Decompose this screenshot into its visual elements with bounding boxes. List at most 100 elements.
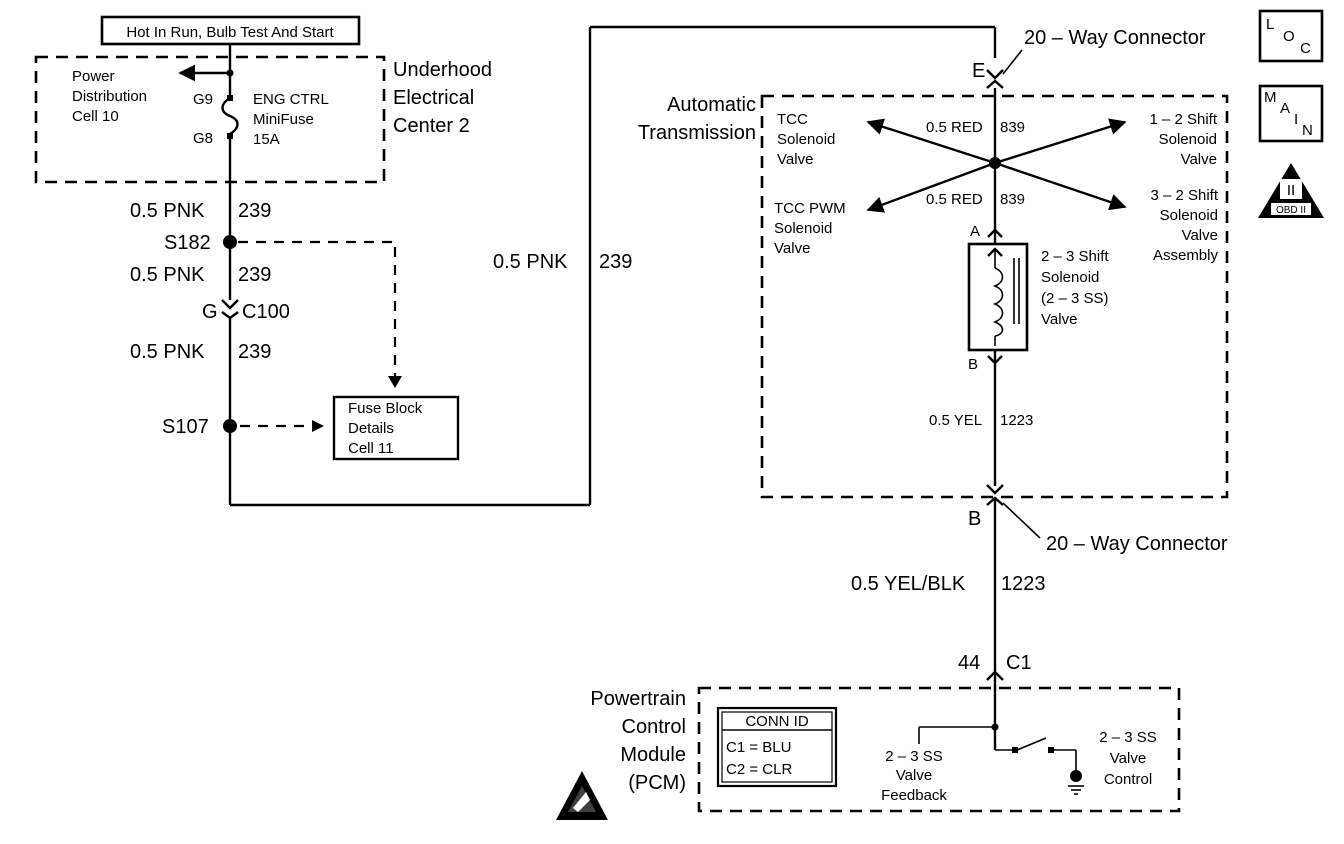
- fuse-label-line-2: MiniFuse: [253, 111, 314, 128]
- top-connector-pin: E: [972, 60, 985, 82]
- feedback-line-3: Feedback: [881, 787, 947, 804]
- splice-s182: S182: [164, 232, 402, 388]
- main-letter-n: N: [1302, 122, 1313, 139]
- obd-ii-text: OBD II: [1276, 205, 1306, 216]
- control-line-3: Control: [1104, 771, 1152, 788]
- tcc-line-3: Valve: [777, 151, 813, 168]
- terminal-g8-label: G8: [193, 130, 213, 147]
- solenoid-hub-wiring: [866, 88, 1127, 230]
- loc-letter-l: L: [1266, 16, 1274, 33]
- fuse-block-line-1: Fuse Block: [348, 400, 423, 417]
- solenoid-pin-b: B: [968, 356, 978, 373]
- yellow-wire-color: 0.5 YEL: [929, 412, 982, 429]
- control-line-1: 2 – 3 SS: [1099, 729, 1157, 746]
- control-line-2: Valve: [1110, 750, 1146, 767]
- top-connector-label: 20 – Way Connector: [1024, 27, 1206, 49]
- tcc-pwm-line-1: TCC PWM: [774, 200, 846, 217]
- tcc-solenoid-label: TCC Solenoid Valve: [777, 111, 835, 168]
- shift-2-3-solenoid: A B 2 – 3 Shift Solenoid (2 – 3 SS) Valv…: [967, 223, 1109, 373]
- ss32-line-1: 3 – 2 Shift: [1150, 187, 1218, 204]
- esd-warning-icon: [556, 771, 608, 820]
- terminal-g9-label: G9: [193, 91, 213, 108]
- ss23-line-3: (2 – 3 SS): [1041, 290, 1109, 307]
- fuse-block-line-2: Details: [348, 420, 394, 437]
- long-wire-color: 0.5 PNK: [493, 251, 568, 273]
- pd-label-line-3: Cell 10: [72, 108, 119, 125]
- power-source-text: Hot In Run, Bulb Test And Start: [126, 24, 334, 41]
- control-label: 2 – 3 SS Valve Control: [1099, 729, 1157, 788]
- ss32-line-3: Valve: [1182, 227, 1218, 244]
- fuse-label-line-1: ENG CTRL: [253, 91, 329, 108]
- lower-connector-pin: B: [968, 508, 981, 530]
- main-letter-m: M: [1264, 89, 1277, 106]
- automatic-transmission: Automatic Transmission: [638, 94, 1229, 499]
- splice-s107-label: S107: [162, 416, 209, 438]
- connector-c100: G C100: [202, 299, 290, 323]
- pcm-internal-circuit: [918, 690, 1084, 795]
- ss12-line-3: Valve: [1181, 151, 1217, 168]
- fuse-block-details-box: Fuse Block Details Cell 11: [332, 395, 460, 461]
- conn-id-table: CONN ID C1 = BLU C2 = CLR: [716, 706, 838, 788]
- connector-c100-id: C100: [242, 301, 290, 323]
- pcm-title-line-4: (PCM): [628, 772, 686, 794]
- ss23-line-1: 2 – 3 Shift: [1041, 248, 1109, 265]
- ss12-line-2: Solenoid: [1159, 131, 1217, 148]
- fuse-label-line-3: 15A: [253, 131, 280, 148]
- trans-title-line-1: Automatic: [667, 94, 756, 116]
- power-source-label: Hot In Run, Bulb Test And Start: [100, 15, 361, 46]
- long-wire-circuit: 239: [599, 251, 632, 273]
- shift-3-2-solenoid-label: 3 – 2 Shift Solenoid Valve Assembly: [1150, 187, 1218, 264]
- red-wire-top-color: 0.5 RED: [926, 119, 983, 136]
- lower-20-way-connector: B 20 – Way Connector: [968, 484, 1228, 672]
- red-wire-top-circuit: 839: [1000, 119, 1025, 136]
- splice-s107: S107: [162, 416, 324, 438]
- trans-title-line-2: Transmission: [638, 122, 756, 144]
- feedback-label: 2 – 3 SS Valve Feedback: [881, 748, 947, 804]
- tcc-pwm-line-2: Solenoid: [774, 220, 832, 237]
- main-icon: M A I N: [1258, 84, 1324, 143]
- circuit-number-3: 239: [238, 341, 271, 363]
- main-letter-i: I: [1294, 111, 1298, 128]
- ss32-line-4: Assembly: [1153, 247, 1219, 264]
- pcm-connector-id: C1: [1006, 652, 1032, 674]
- lower-connector-label: 20 – Way Connector: [1046, 533, 1228, 555]
- ss32-line-2: Solenoid: [1160, 207, 1218, 224]
- pd-label-line-1: Power: [72, 68, 115, 85]
- splice-s182-label: S182: [164, 232, 211, 254]
- connector-c100-pin: G: [202, 301, 218, 323]
- conn-id-row-2: C2 = CLR: [726, 761, 792, 778]
- main-letter-a: A: [1280, 100, 1290, 117]
- left-pnk-wire-run: [228, 25, 997, 507]
- conn-id-header: CONN ID: [745, 713, 809, 730]
- pcm-pin-number: 44: [958, 652, 980, 674]
- top-20-way-connector: E 20 – Way Connector: [972, 27, 1206, 89]
- shift-1-2-solenoid-label: 1 – 2 Shift Solenoid Valve: [1149, 111, 1217, 168]
- pcm-title-line-3: Module: [620, 744, 686, 766]
- red-wire-bottom-color: 0.5 RED: [926, 191, 983, 208]
- conn-id-row-1: C1 = BLU: [726, 739, 791, 756]
- powertrain-control-module: Powertrain Control Module (PCM): [590, 686, 1181, 813]
- fuse-block-line-3: Cell 11: [348, 440, 394, 457]
- fuse-feed-wiring: [178, 44, 239, 183]
- obd-roman-two: II: [1287, 182, 1295, 199]
- tcc-line-2: Solenoid: [777, 131, 835, 148]
- red-wire-bottom-circuit: 839: [1000, 191, 1025, 208]
- loc-letter-o: O: [1283, 28, 1295, 45]
- loc-letter-c: C: [1300, 40, 1311, 57]
- ss12-line-1: 1 – 2 Shift: [1149, 111, 1217, 128]
- wire-color-1: 0.5 PNK: [130, 200, 205, 222]
- circuit-number-2: 239: [238, 264, 271, 286]
- ss23-line-2: Solenoid: [1041, 269, 1099, 286]
- yel-blk-wire-color: 0.5 YEL/BLK: [851, 573, 966, 595]
- pcm-connector-c1: 44 C1: [958, 652, 1032, 690]
- tcc-line-1: TCC: [777, 111, 808, 128]
- uec-title-line-1: Underhood: [393, 59, 492, 81]
- pcm-title-line-1: Powertrain: [590, 688, 686, 710]
- yellow-wire-circuit: 1223: [1000, 412, 1033, 429]
- ss23-line-4: Valve: [1041, 311, 1077, 328]
- feedback-line-2: Valve: [896, 767, 932, 784]
- circuit-number-1: 239: [238, 200, 271, 222]
- wire-color-2: 0.5 PNK: [130, 264, 205, 286]
- minifuse-symbol: [221, 96, 239, 136]
